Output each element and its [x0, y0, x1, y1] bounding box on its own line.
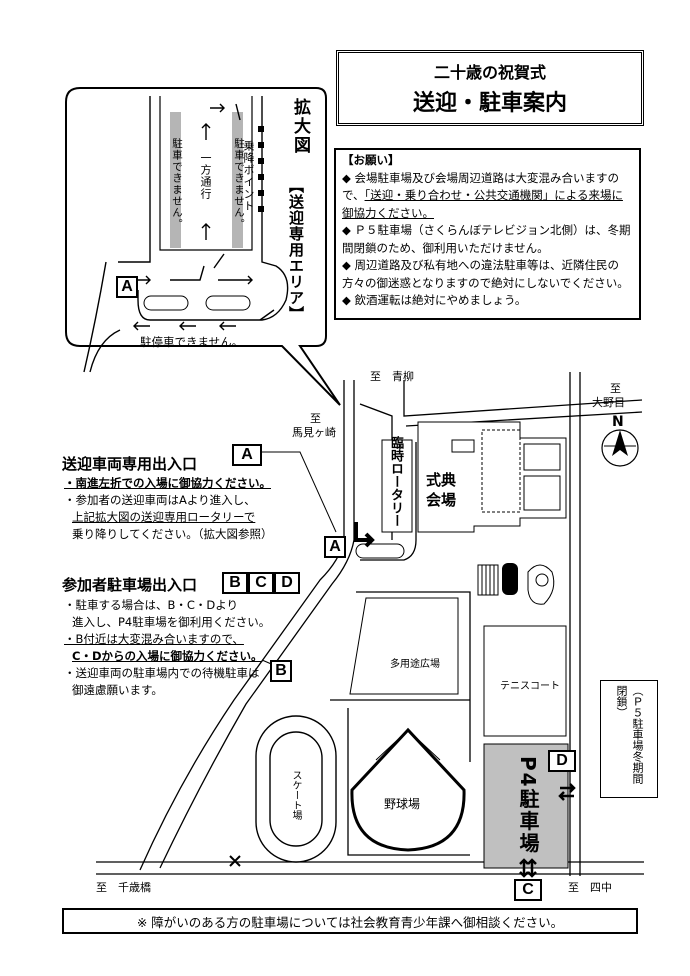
title-line2: 送迎・駐車案内: [412, 91, 567, 116]
request-box: 【お願い】 ◆ 会場駐車場及び会場周辺道路は大変混み合いますので、「送迎・乗り合…: [334, 148, 641, 320]
request-item-3-text: 周辺道路及び私有地への違法駐車等は、近隣住民の方々の御迷惑となりますので絶対にし…: [342, 258, 629, 290]
section-b-notes: ・駐車する場合は、B・C・Dより 進入し、P4駐車場を御利用ください。 ・B付近…: [64, 597, 270, 699]
section-b-note-1: ・駐車する場合は、B・C・Dより: [64, 598, 239, 612]
request-item-2: ◆ Ｐ５駐車場（さくらんぼテレビジョン北側）は、冬期間閉鎖のため、御利用いただけ…: [342, 222, 633, 257]
section-a-note-3: 上記拡大図の送迎専用ロータリーで: [72, 510, 256, 524]
section-a-note-4: 乗り降りしてください。（拡大図参照）: [72, 527, 273, 541]
no-parking-strip-right: [232, 112, 243, 248]
label-to-omorime-2: 大野目: [592, 396, 625, 409]
section-a-title: 送迎車両専用出入口: [62, 455, 198, 473]
request-item-4: ◆ 飲酒運転は絶対にやめましょう。: [342, 292, 633, 310]
section-b-note-5: ・送迎車両の駐車場内での待機駐車は: [64, 666, 260, 680]
title-box: 二十歳の祝賀式 送迎・駐車案内: [336, 50, 644, 126]
inset-one-way: 一方通行: [199, 152, 212, 200]
request-heading: 【お願い】: [342, 153, 400, 167]
section-a-heading: 送迎車両専用出入口: [62, 453, 197, 474]
section-b-title: 参加者駐車場出入口: [62, 576, 198, 594]
section-b-note-3: ・B付近は大変混み合いますので、: [64, 632, 244, 646]
label-temp-rotary: 臨時ロータリー: [388, 436, 403, 527]
label-skate: スケート場: [290, 770, 301, 820]
map-gate-c: C: [514, 879, 542, 901]
label-multipurpose: 多用途広場: [390, 659, 440, 670]
request-item-2-text: Ｐ５駐車場（さくらんぼテレビジョン北側）は、冬期間閉鎖のため、御利用いただけませ…: [342, 223, 631, 255]
request-item-3: ◆ 周辺道路及び私有地への違法駐車等は、近隣住民の方々の御迷惑となりますので絶対…: [342, 257, 633, 292]
inset-no-parking-right: 駐車できません。: [233, 138, 245, 230]
section-a-note-1: ・南進左折での入場に御協力ください。: [64, 476, 271, 490]
map-gate-d: D: [548, 750, 576, 772]
section-a-note-2: ・参加者の送迎車両はAより進入し、: [64, 493, 256, 507]
label-baseball: 野球場: [384, 797, 421, 811]
map-gate-a: A: [324, 536, 346, 558]
section-b-label-b: B: [222, 572, 248, 594]
request-item-1: ◆ 会場駐車場及び会場周辺道路は大変混み合いますので、「送迎・乗り合わせ・公共交…: [342, 170, 633, 223]
inset-area-label: 【送迎専用エリア】: [287, 178, 305, 322]
section-b-label-c: C: [248, 572, 274, 594]
inset-title: 拡大図: [290, 98, 310, 155]
section-b-label-d: D: [274, 572, 300, 594]
map-gate-b: B: [270, 660, 292, 682]
section-b-note-2: 進入し、P4駐車場を御利用ください。: [72, 615, 271, 629]
label-to-omorime-1: 至: [610, 382, 621, 395]
label-p4: P4駐車場: [516, 756, 540, 855]
label-to-senzaibashi: 至 千歳橋: [96, 881, 151, 894]
label-to-shinaka: 至 四中: [568, 881, 612, 894]
bullet-icon: ◆: [342, 170, 351, 185]
inset-no-parking-left: 駐車できません。: [171, 138, 183, 230]
section-a-label: A: [232, 444, 262, 466]
no-parking-strip-left: [170, 112, 181, 248]
closed-mark-icon: [229, 855, 241, 867]
request-item-1-text: 会場駐車場及び会場周辺道路は大変混み合いますので、: [342, 170, 620, 203]
p5-note-box: （Ｐ５駐車場冬期間閉鎖）: [600, 680, 658, 798]
footer-note: ※ 障がいのある方の駐車場については社会教育青少年課へ御相談ください。: [62, 908, 638, 934]
bullet-icon: ◆: [342, 293, 351, 307]
label-tennis: テニスコート: [500, 681, 560, 692]
section-a-notes: ・南進左折での入場に御協力ください。 ・参加者の送迎車両はAより進入し、 上記拡…: [64, 475, 273, 543]
p5-note: （Ｐ５駐車場冬期間閉鎖）: [615, 685, 644, 784]
section-b-note-4: C・Dからの入場に御協力ください。: [72, 649, 263, 663]
section-b-heading: 参加者駐車場出入口: [62, 574, 197, 595]
label-to-mamigasaki-1: 至: [310, 412, 321, 425]
title-line1: 二十歳の祝賀式: [433, 63, 546, 82]
bullet-icon: ◆: [342, 258, 351, 272]
request-item-1-underline: 「送迎・乗り合わせ・公共交通機関」による来場に御協力ください。: [342, 188, 623, 220]
inset-drop-point: 乗降ポイント: [242, 140, 255, 212]
compass-n: N: [612, 414, 624, 430]
request-item-4-text: 飲酒運転は絶対にやめましょう。: [354, 293, 527, 307]
inset-no-stop: 駐停車できません。: [140, 335, 244, 349]
label-to-mamigasaki-2: 馬見ヶ崎: [292, 426, 336, 439]
drop-point-markers: [258, 126, 264, 212]
bullet-icon: ◆: [342, 223, 351, 237]
label-to-aoyagi: 至 青柳: [370, 370, 414, 383]
label-ceremony-hall: 式典会場: [426, 471, 457, 509]
inset-gate-a-label: A: [116, 276, 138, 298]
section-b-note-6: 御遠慮願います。: [72, 683, 163, 697]
